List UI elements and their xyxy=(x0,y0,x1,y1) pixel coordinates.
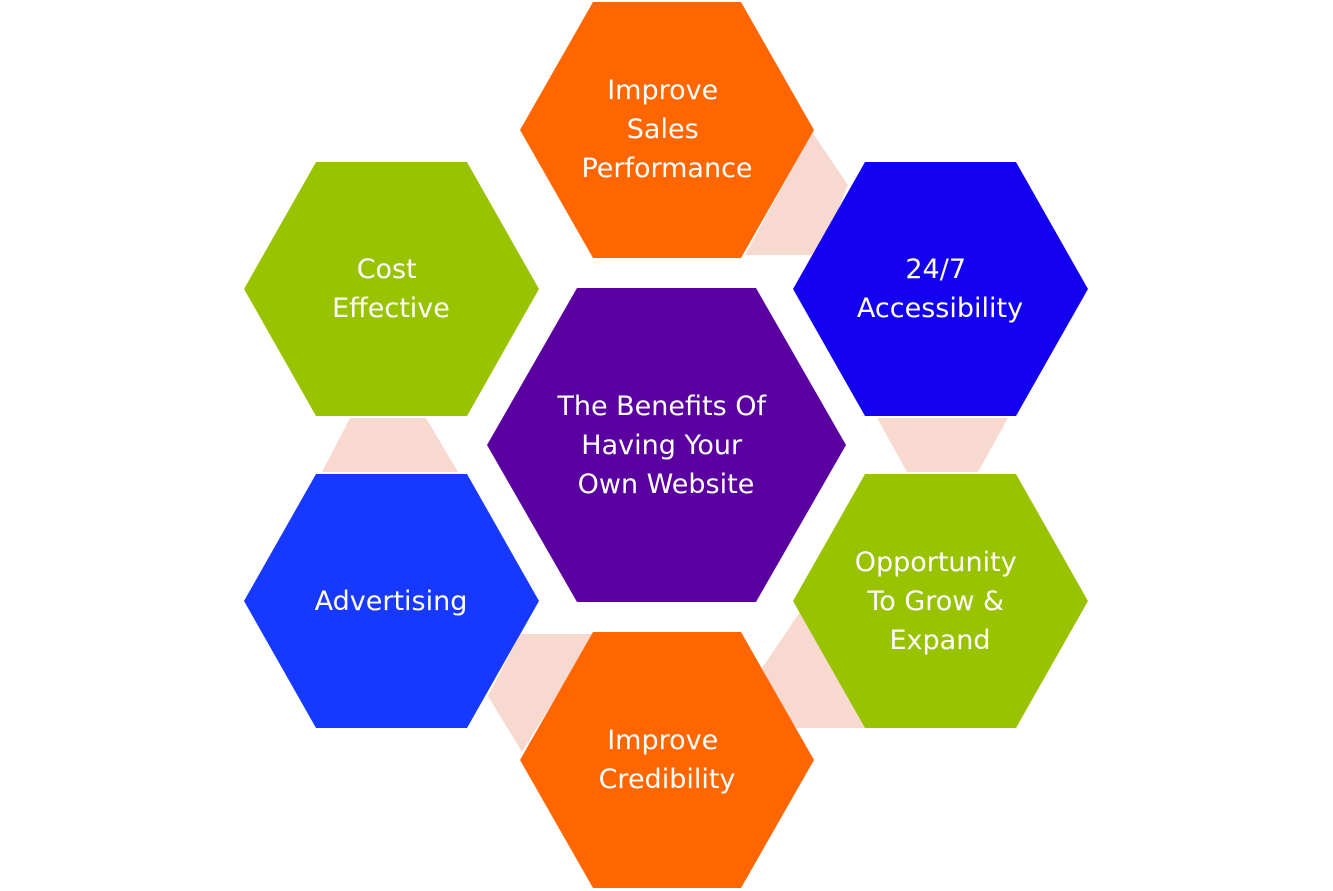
connector-advertising-to-cost xyxy=(322,418,458,472)
label-line: Credibility xyxy=(599,764,736,795)
label-advertising: Advertising xyxy=(315,586,468,617)
connectors xyxy=(322,132,1008,752)
connector-credibility-to-advertising xyxy=(488,634,592,752)
label-line: Improve xyxy=(607,725,718,756)
label-center: The Benefits Of Having Your Own Website xyxy=(556,391,774,500)
label-line: Expand xyxy=(890,625,991,656)
hexagon-accessibility xyxy=(793,162,1088,416)
label-improve-sales-performance: Improve Sales Performance xyxy=(581,75,752,184)
connector-opportunity-to-credibility xyxy=(762,612,865,728)
label-line: Having Your xyxy=(581,430,743,461)
connector-sales-to-accessibility xyxy=(745,132,848,255)
label-line: Effective xyxy=(332,293,450,324)
label-line: Accessibility xyxy=(857,293,1023,324)
label-line: Own Website xyxy=(578,469,755,500)
label-line: Opportunity xyxy=(855,547,1017,578)
hexagon-improve-sales-performance xyxy=(520,2,814,258)
label-line: Improve xyxy=(607,75,718,106)
label-line: Cost xyxy=(357,254,417,285)
hexagons xyxy=(244,2,1088,888)
labels: Improve Sales Performance 24/7 Accessibi… xyxy=(315,75,1026,795)
label-line: Sales xyxy=(627,114,699,145)
label-improve-credibility: Improve Credibility xyxy=(599,725,736,795)
label-accessibility: 24/7 Accessibility xyxy=(857,254,1023,324)
hexagon-cost-effective xyxy=(244,162,539,416)
hexagon-advertising xyxy=(244,474,539,728)
label-opportunity-to-grow: Opportunity To Grow & Expand xyxy=(855,547,1026,656)
label-line: 24/7 xyxy=(905,254,966,285)
hexagon-improve-credibility xyxy=(520,632,814,888)
hexagon-center xyxy=(487,288,846,602)
label-line: To Grow & xyxy=(866,586,1004,617)
label-line: Performance xyxy=(581,153,752,184)
label-line: Advertising xyxy=(315,586,468,617)
connector-accessibility-to-opportunity xyxy=(877,418,1008,472)
label-line: The Benefits Of xyxy=(556,391,767,422)
label-cost-effective: Cost Effective xyxy=(332,254,450,324)
hexagon-opportunity-to-grow xyxy=(793,474,1088,728)
